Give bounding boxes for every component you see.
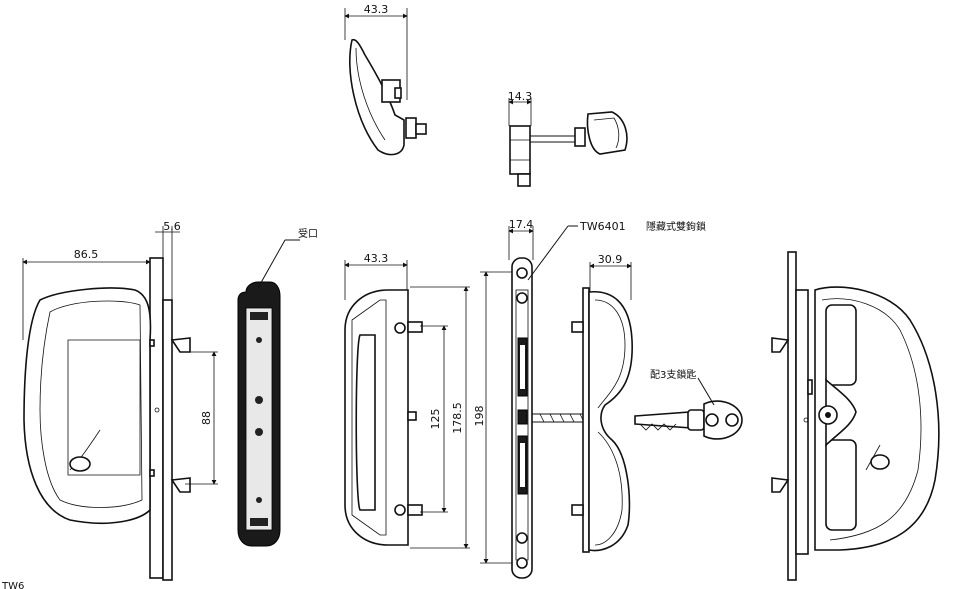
left-width-dim: 86.5 [74, 248, 99, 261]
keys-label: 配3支鎖匙 [650, 368, 696, 381]
key-side-profile: 30.9 配3支鎖匙 [571, 253, 743, 553]
mid-height-dim: 178.5 [451, 402, 464, 434]
right-width-dim: 30.9 [598, 253, 623, 266]
left-hole-dim: 88 [200, 411, 213, 425]
mortise-height-dim: 198 [473, 406, 486, 427]
top-handle-profile: 43.3 [344, 3, 427, 156]
middle-handle-view: 43.3 125 178.5 [344, 252, 470, 549]
left-front-view: 86.5 5.6 88 [22, 220, 218, 581]
mid-width-dim: 43.3 [364, 252, 389, 265]
receiver-label: 受口 [298, 228, 318, 240]
top-width-dim: 43.3 [364, 3, 389, 16]
cylinder-side-view: 14.3 [508, 90, 628, 187]
receiver-view: 受口 [237, 228, 318, 547]
title-label: 隱藏式雙鉤鎖 [646, 220, 706, 233]
corner-label: TW6 [1, 581, 24, 589]
mid-hole-dim: 125 [429, 409, 442, 430]
mortise-body-view: 17.4 198 TW6401 隱藏式雙鉤鎖 [473, 218, 706, 579]
cylinder-width-dim: 14.3 [508, 90, 533, 103]
right-front-view [771, 251, 940, 581]
left-plate-dim: 5.6 [163, 220, 181, 233]
model-label: TW6401 [579, 220, 626, 233]
mortise-width-dim: 17.4 [509, 218, 534, 231]
